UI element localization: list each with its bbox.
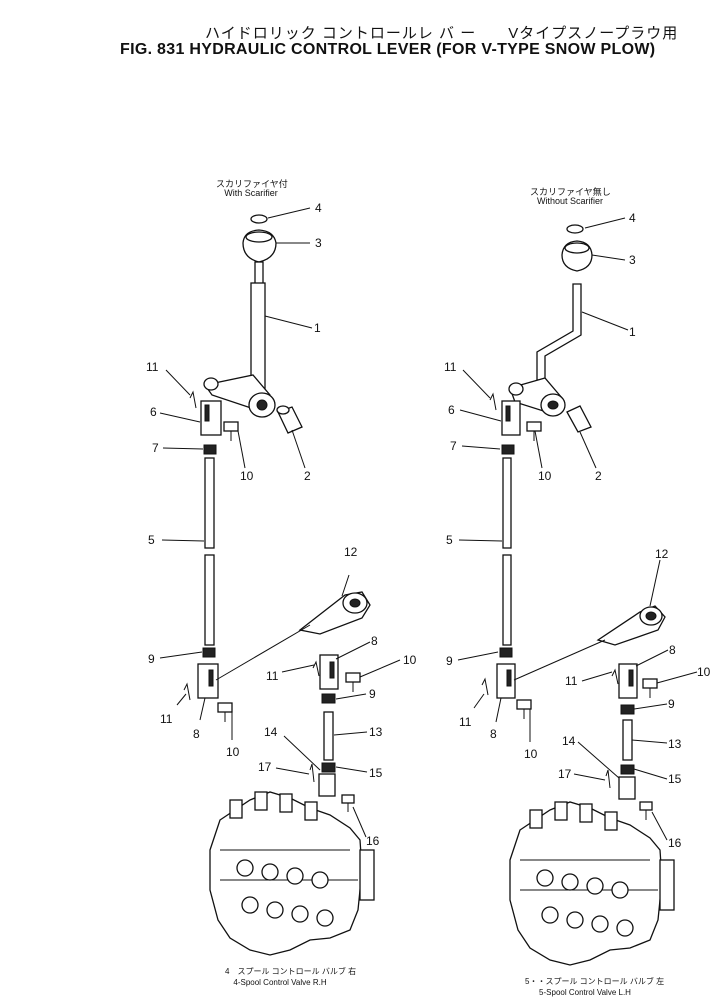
callout-6: 6 [150, 405, 157, 419]
right-caption-en: Without Scarifier [536, 196, 604, 206]
right-part-6-clevis [501, 400, 521, 436]
callout-11: 11 [146, 360, 159, 374]
callout-14: 14 [264, 725, 278, 739]
callout-10: 10 [524, 747, 538, 761]
callout-9: 9 [668, 697, 675, 711]
callout-16: 16 [366, 834, 380, 848]
callout-10: 10 [403, 653, 417, 667]
callout-9: 9 [369, 687, 376, 701]
figure-title: FIG. 831 HYDRAULIC CONTROL LEVER (FOR V-… [120, 41, 656, 58]
callout-5: 5 [446, 533, 453, 547]
callout-6: 6 [448, 403, 455, 417]
title-japanese: ハイドロリック コントロールレ バ ー Vタイプスノープラウ用 [205, 25, 679, 42]
right-part-7-nut [501, 444, 515, 455]
callout-11: 11 [444, 360, 457, 374]
callout-12: 12 [655, 547, 669, 561]
left-valve-caption-en: 4-Spool Control Valve R.H [233, 978, 327, 987]
callout-2: 2 [304, 469, 311, 483]
left-caption-en: With Scarifier [224, 188, 278, 198]
callout-12: 12 [344, 545, 358, 559]
callout-10: 10 [226, 745, 240, 759]
callout-5: 5 [148, 533, 155, 547]
callout-1: 1 [629, 325, 636, 339]
right-part-4-cap [566, 224, 584, 234]
right-part-13-stud [622, 719, 633, 761]
right-valve-caption-jp: 5・・スプール コントロール バルブ 左 [525, 977, 665, 986]
right-part-2-bushing [566, 405, 592, 433]
right-part-1-lever [536, 283, 582, 381]
right-valve-body [509, 801, 675, 966]
callout-16: 16 [668, 836, 682, 850]
callout-11: 11 [266, 669, 279, 683]
left-assembly [183, 214, 375, 956]
callout-3: 3 [315, 236, 322, 250]
left-part-6-clevis [200, 400, 222, 436]
callout-9: 9 [446, 654, 453, 668]
callout-8: 8 [490, 727, 497, 741]
left-valve-body [209, 791, 375, 956]
callout-10: 10 [697, 665, 711, 679]
callout-9: 9 [148, 652, 155, 666]
callout-8: 8 [193, 727, 200, 741]
callout-17: 17 [258, 760, 272, 774]
left-caption-jp: スカリファイヤ付 [216, 179, 288, 189]
callout-14: 14 [562, 734, 576, 748]
callout-11: 11 [565, 674, 578, 688]
left-valve-caption-jp: 4 スプール コントロール バルブ 右 [225, 967, 357, 976]
left-part-13-stud [323, 711, 334, 761]
callout-7: 7 [152, 441, 159, 455]
callout-4: 4 [315, 201, 322, 215]
callout-4: 4 [629, 211, 636, 225]
right-caption-jp: スカリファイヤ無し [530, 187, 611, 197]
left-part-4-cap [250, 214, 268, 224]
callout-11: 11 [459, 715, 472, 729]
callout-7: 7 [450, 439, 457, 453]
callout-2: 2 [595, 469, 602, 483]
callout-13: 13 [668, 737, 682, 751]
left-part-5-rod [204, 457, 215, 549]
right-assembly [481, 224, 675, 966]
callout-1: 1 [314, 321, 321, 335]
right-part-5-rod [502, 457, 512, 549]
callout-8: 8 [371, 634, 378, 648]
callout-15: 15 [668, 772, 682, 786]
callout-11: 11 [160, 712, 173, 726]
callout-17: 17 [558, 767, 572, 781]
callout-10: 10 [538, 469, 552, 483]
callout-15: 15 [369, 766, 383, 780]
right-valve-caption-en: 5-Spool Control Valve L.H [539, 988, 631, 997]
callout-3: 3 [629, 253, 636, 267]
left-part-7-nut [203, 444, 217, 455]
callout-10: 10 [240, 469, 254, 483]
callout-8: 8 [669, 643, 676, 657]
callout-13: 13 [369, 725, 383, 739]
